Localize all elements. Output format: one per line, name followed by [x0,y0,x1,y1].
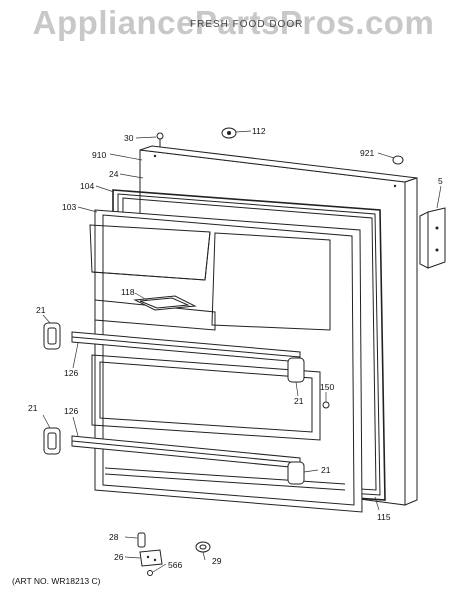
hinge-bracket [419,207,446,269]
callout-21-left-lower: 21 [28,403,38,413]
callout-910: 910 [92,150,107,160]
callout-126-upper: 126 [64,368,79,378]
callout-30: 30 [124,133,134,143]
nut-29 [195,541,211,553]
shelf-cap-right-upper [287,357,305,383]
shelf-cap-left-upper [43,322,61,350]
callout-921: 921 [360,148,375,158]
art-number: (ART NO. WR18213 C) [12,576,101,586]
callout-28: 28 [109,532,119,542]
door-liner [89,209,363,513]
screw-150 [322,401,330,409]
callout-115: 115 [377,512,391,522]
plug-921 [392,155,404,165]
shelf-cap-left-lower [43,427,61,455]
screw-566 [147,570,153,576]
callout-5: 5 [438,176,443,186]
callout-150: 150 [320,382,335,392]
callout-21-left-upper: 21 [36,305,46,315]
diagram-title: FRESH FOOD DOOR [190,19,304,30]
callout-112: 112 [252,126,266,136]
callout-21-right-lower: 21 [321,465,331,475]
callout-566: 566 [168,560,183,570]
callout-24: 24 [109,169,119,179]
callout-21-right-upper: 21 [294,396,304,406]
leader-lines [42,130,442,573]
butter-dish [133,295,197,311]
callout-103: 103 [62,202,77,212]
stop-28 [137,532,146,548]
callout-104: 104 [80,181,95,191]
callout-26: 26 [114,552,124,562]
callout-118: 118 [121,287,135,297]
shelf-cap-right-lower [287,461,305,485]
bracket-26 [139,549,163,567]
watermark: AppliancePartsPros.com [32,4,435,41]
callout-126-lower: 126 [64,406,79,416]
plug-112 [221,127,237,139]
callout-29: 29 [212,556,222,566]
screw-30 [156,132,164,147]
